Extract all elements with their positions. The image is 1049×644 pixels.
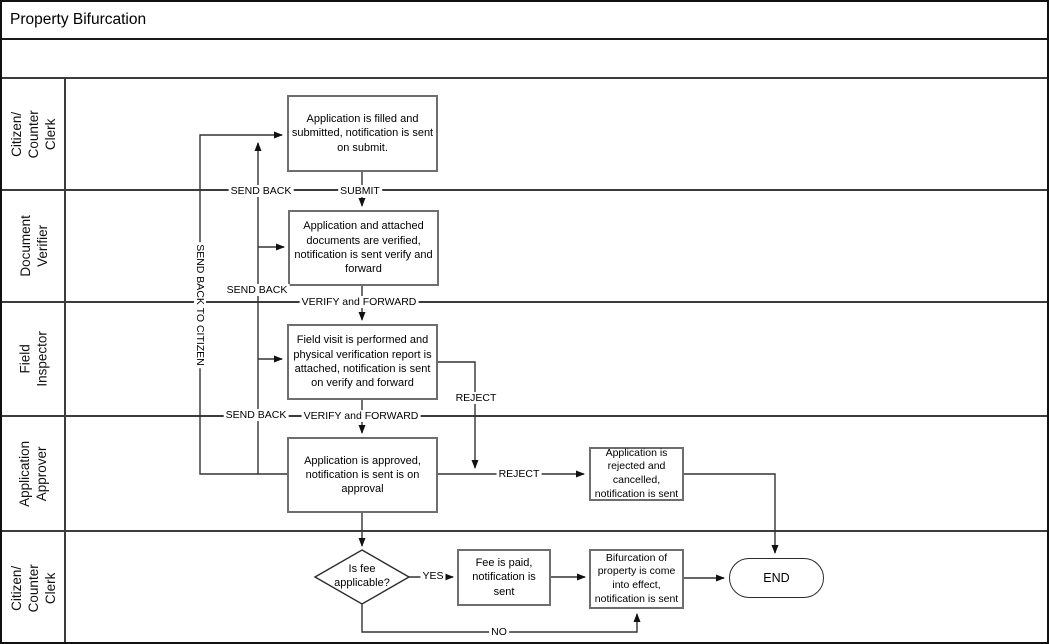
lane-label-divider bbox=[64, 77, 66, 642]
page-title: Property Bifurcation bbox=[2, 2, 1047, 40]
node-end: END bbox=[729, 558, 824, 598]
node-fill-application: Application is filled and submitted, not… bbox=[287, 95, 438, 172]
header-band bbox=[2, 40, 1047, 79]
lane-boundary bbox=[2, 77, 1047, 79]
edge-label-yes: YES bbox=[420, 570, 446, 582]
lane-boundary bbox=[2, 415, 1047, 417]
node-verify-documents: Application and attached documents are v… bbox=[288, 210, 439, 286]
edge-label-reject-1: REJECT bbox=[453, 392, 499, 404]
edge-label-send-back-to-citizen: SEND BACK TO CITIZEN bbox=[194, 242, 206, 368]
node-reject-cancel: Application is rejected and cancelled, n… bbox=[589, 447, 684, 501]
node-bifurcation-effect: Bifurcation of property is come into eff… bbox=[589, 549, 684, 609]
edge-label-verify-forward-2: VERIFY and FORWARD bbox=[301, 410, 421, 422]
edge-label-verify-forward-1: VERIFY and FORWARD bbox=[299, 296, 419, 308]
edge-label-submit: SUBMIT bbox=[338, 185, 382, 197]
decision-diamond-shape bbox=[313, 549, 411, 605]
node-approve: Application is approved, notification is… bbox=[287, 437, 438, 513]
node-field-visit: Field visit is performed and physical ve… bbox=[287, 324, 438, 400]
lane-boundary bbox=[2, 530, 1047, 532]
lane-boundary bbox=[2, 301, 1047, 303]
edge-label-no: NO bbox=[489, 626, 509, 638]
edge-label-send-back-3: SEND BACK bbox=[223, 409, 289, 421]
edge-cancel-to-end bbox=[684, 473, 779, 554]
lane-boundary bbox=[2, 189, 1047, 191]
edge-label-send-back-1: SEND BACK bbox=[228, 185, 294, 197]
node-fee-paid: Fee is paid, notification is sent bbox=[457, 549, 551, 606]
edge-label-send-back-2: SEND BACK bbox=[224, 284, 290, 296]
edge-reject-from-inspector bbox=[437, 361, 479, 469]
node-fee-decision-label: Is fee applicable? bbox=[334, 563, 390, 589]
edge-label-reject-2: REJECT bbox=[496, 468, 542, 480]
